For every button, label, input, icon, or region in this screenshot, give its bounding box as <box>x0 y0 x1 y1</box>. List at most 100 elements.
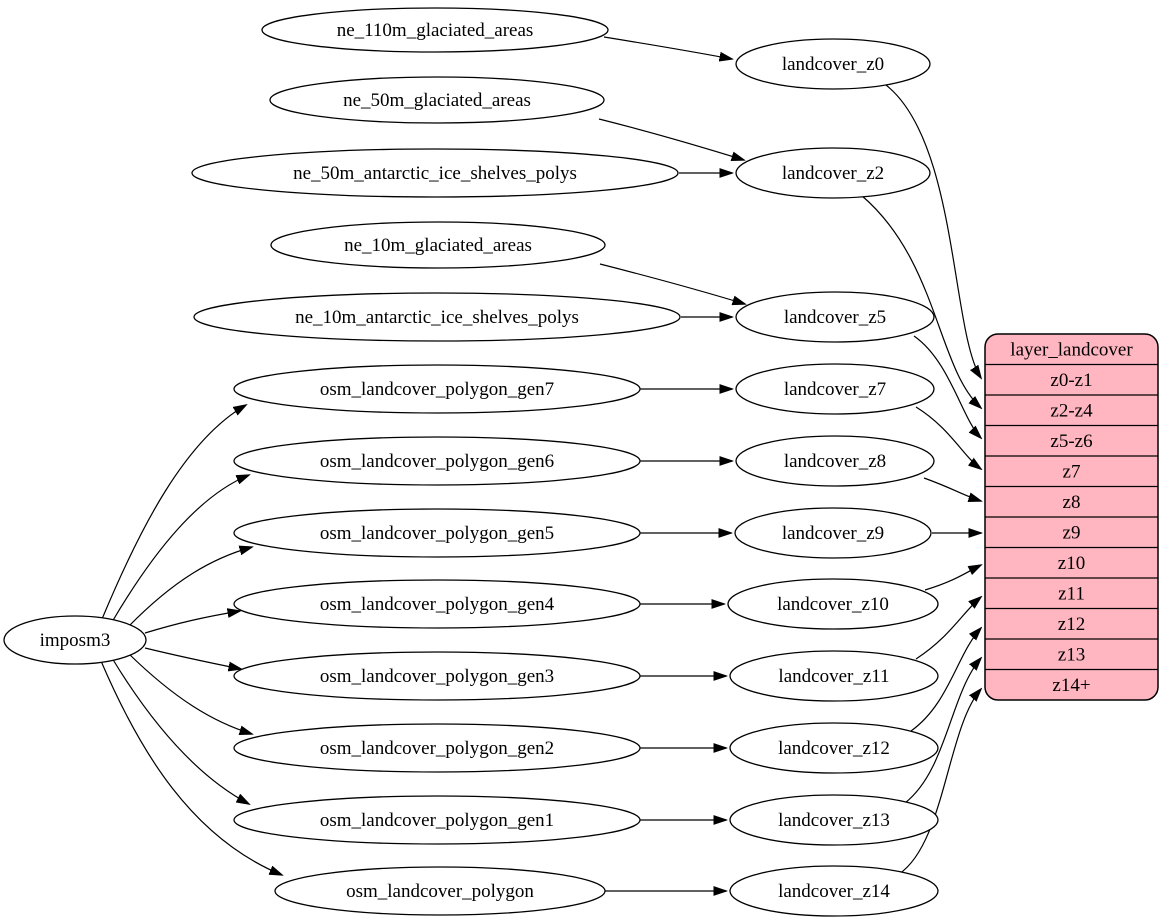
node-label: ne_10m_antarctic_ice_shelves_polys <box>295 307 579 328</box>
node-imposm3: imposm3 <box>3 615 147 665</box>
node-label: landcover_z10 <box>777 594 889 615</box>
node-ne_50m_glaciated_areas: ne_50m_glaciated_areas <box>269 76 605 124</box>
node-ellipse <box>261 7 609 53</box>
edge-landcover_z11-to-layer_landcover-z11 <box>915 597 981 660</box>
node-label: landcover_z8 <box>784 451 886 472</box>
node-ne_110m_glaciated_areas: ne_110m_glaciated_areas <box>261 7 609 53</box>
node-label: landcover_z12 <box>778 738 890 759</box>
node-ne_10m_glaciated_areas: ne_10m_glaciated_areas <box>270 221 606 269</box>
node-label: ne_10m_glaciated_areas <box>344 235 532 256</box>
node-label: landcover_z7 <box>784 379 886 400</box>
node-landcover_z10: landcover_z10 <box>727 578 939 630</box>
edge-landcover_z7-to-layer_landcover-z7 <box>915 406 981 469</box>
edge-landcover_z5-to-layer_landcover-z5-z6 <box>913 335 981 438</box>
edge-imposm3-to-osm_landcover_polygon_gen6 <box>111 475 249 623</box>
node-osm_landcover_polygon: osm_landcover_polygon <box>274 866 606 916</box>
node-label: landcover_z14 <box>778 881 890 902</box>
node-ellipse <box>3 615 147 665</box>
node-label: landcover_z0 <box>782 54 884 75</box>
node-landcover_z11: landcover_z11 <box>729 650 939 702</box>
node-label: osm_landcover_polygon_gen7 <box>320 379 554 400</box>
node-label: osm_landcover_polygon_gen6 <box>320 451 554 472</box>
node-osm_landcover_polygon_gen2: osm_landcover_polygon_gen2 <box>233 723 641 773</box>
edge-imposm3-to-osm_landcover_polygon_gen5 <box>127 547 252 628</box>
edge-imposm3-to-osm_landcover_polygon_gen1 <box>111 657 249 804</box>
node-label: landcover_z11 <box>778 666 889 687</box>
edge-imposm3-to-osm_landcover_polygon_gen2 <box>127 652 252 734</box>
edge-landcover_z13-to-layer_landcover-z13 <box>904 658 981 804</box>
record-title: layer_landcover <box>1010 339 1133 360</box>
node-ellipse <box>735 147 931 199</box>
record-row-z10: z10 <box>1058 553 1085 574</box>
node-osm_landcover_polygon_gen7: osm_landcover_polygon_gen7 <box>233 364 641 414</box>
node-ellipse <box>735 363 935 415</box>
node-ellipse <box>735 435 935 487</box>
edge-imposm3-to-osm_landcover_polygon_gen3 <box>144 647 241 669</box>
node-label: osm_landcover_polygon_gen3 <box>320 666 554 687</box>
node-ellipse <box>191 148 679 198</box>
record-row-z5-z6: z5-z6 <box>1050 431 1092 452</box>
node-ellipse <box>233 651 641 701</box>
node-label: ne_50m_glaciated_areas <box>343 90 531 111</box>
node-ellipse <box>193 292 681 342</box>
record-layer_landcover: layer_landcoverz0-z1z2-z4z5-z6z7z8z9z10z… <box>984 333 1159 701</box>
edge-layer <box>100 36 981 891</box>
node-landcover_z13: landcover_z13 <box>729 794 939 846</box>
node-ellipse <box>729 650 939 702</box>
edge-ne_50m_glaciated_areas-to-landcover_z2 <box>598 118 744 160</box>
node-landcover_z5: landcover_z5 <box>735 291 935 343</box>
node-ne_10m_antarctic_ice_shelves_polys: ne_10m_antarctic_ice_shelves_polys <box>193 292 681 342</box>
edge-landcover_z10-to-layer_landcover-z10 <box>924 565 981 591</box>
edge-ne_110m_glaciated_areas-to-landcover_z0 <box>603 36 732 59</box>
node-osm_landcover_polygon_gen6: osm_landcover_polygon_gen6 <box>233 436 641 486</box>
node-ellipse <box>274 866 606 916</box>
node-ne_50m_antarctic_ice_shelves_polys: ne_50m_antarctic_ice_shelves_polys <box>191 148 679 198</box>
edge-ne_10m_glaciated_areas-to-landcover_z5 <box>599 263 745 304</box>
edge-landcover_z12-to-layer_landcover-z12 <box>910 628 981 732</box>
record-row-z14+: z14+ <box>1052 675 1090 696</box>
record-row-z12: z12 <box>1058 614 1085 635</box>
node-ellipse <box>233 723 641 773</box>
node-label: imposm3 <box>40 630 111 651</box>
node-ellipse <box>233 436 641 486</box>
edge-imposm3-to-osm_landcover_polygon <box>100 660 282 875</box>
node-landcover_z7: landcover_z7 <box>735 363 935 415</box>
node-osm_landcover_polygon_gen4: osm_landcover_polygon_gen4 <box>233 579 641 629</box>
node-ellipse <box>735 291 935 343</box>
node-label: landcover_z2 <box>782 163 884 184</box>
node-label: ne_110m_glaciated_areas <box>337 20 534 41</box>
node-label: osm_landcover_polygon_gen1 <box>320 810 554 831</box>
node-ellipse <box>735 38 931 90</box>
node-label: osm_landcover_polygon_gen5 <box>320 523 554 544</box>
record-row-z8: z8 <box>1063 492 1081 513</box>
node-label: osm_landcover_polygon_gen2 <box>320 738 554 759</box>
node-ellipse <box>729 865 939 917</box>
node-landcover_z12: landcover_z12 <box>729 722 939 774</box>
node-label: ne_50m_antarctic_ice_shelves_polys <box>293 163 577 184</box>
record-row-z7: z7 <box>1063 461 1081 482</box>
node-ellipse <box>269 76 605 124</box>
edge-landcover_z2-to-layer_landcover-z2-z4 <box>860 194 981 408</box>
edge-imposm3-to-osm_landcover_polygon_gen4 <box>144 611 240 634</box>
edge-imposm3-to-osm_landcover_polygon_gen7 <box>101 405 246 620</box>
node-ellipse <box>729 722 939 774</box>
record-row-z13: z13 <box>1058 644 1085 665</box>
record-row-z9: z9 <box>1063 522 1081 543</box>
node-ellipse <box>233 508 641 558</box>
record-row-z2-z4: z2-z4 <box>1050 400 1093 421</box>
node-ellipse <box>233 579 641 629</box>
node-landcover_z0: landcover_z0 <box>735 38 931 90</box>
node-osm_landcover_polygon_gen3: osm_landcover_polygon_gen3 <box>233 651 641 701</box>
edge-landcover_z14-to-layer_landcover-z14+ <box>898 689 981 875</box>
node-label: landcover_z5 <box>784 307 886 328</box>
node-landcover_z9: landcover_z9 <box>734 507 932 559</box>
record-row-z11: z11 <box>1058 583 1085 604</box>
node-ellipse <box>270 221 606 269</box>
node-landcover_z2: landcover_z2 <box>735 147 931 199</box>
node-label: osm_landcover_polygon_gen4 <box>320 594 555 615</box>
node-ellipse <box>729 794 939 846</box>
edge-landcover_z0-to-layer_landcover-z0-z1 <box>885 84 981 378</box>
node-ellipse <box>233 364 641 414</box>
